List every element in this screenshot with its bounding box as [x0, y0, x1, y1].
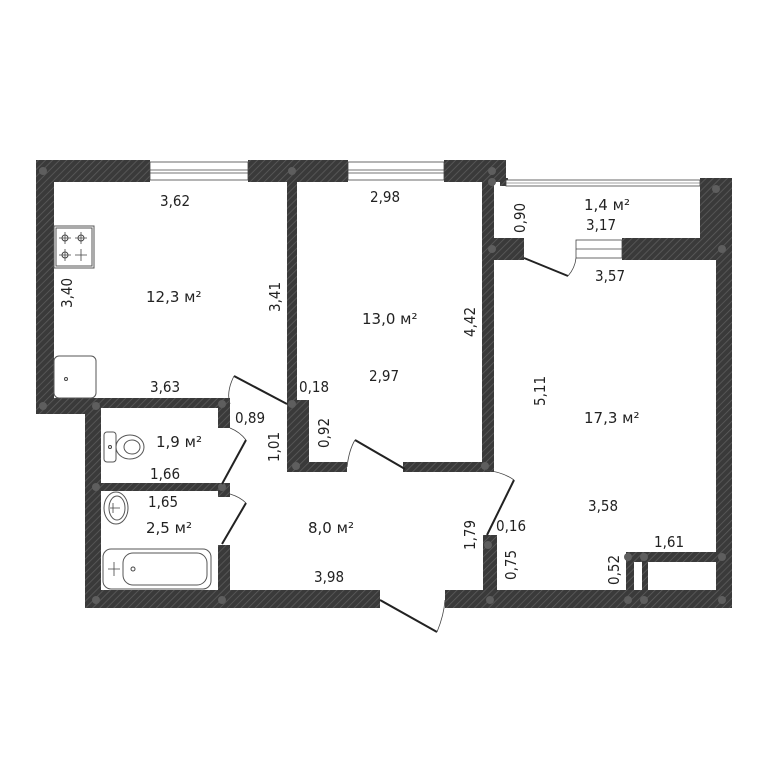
- toilet-door: 0,89: [235, 409, 265, 427]
- stove-icon: [53, 225, 95, 269]
- room-middle-area: 13,0 м²: [362, 310, 418, 328]
- room-large-area: 17,3 м²: [584, 409, 640, 427]
- balcony-length: 3,17: [586, 216, 616, 234]
- kitchen-height-left: 3,40: [58, 278, 76, 308]
- kitchen-sink-icon: [53, 355, 97, 399]
- hallway-area: 8,0 м²: [308, 519, 354, 537]
- balcony-area: 1,4 м²: [584, 196, 630, 214]
- kitchen-area: 12,3 м²: [146, 288, 202, 306]
- hallway-width-left: 1,01: [265, 432, 283, 462]
- room-large-width-top: 3,57: [595, 267, 625, 285]
- room-middle-width-top: 2,98: [370, 188, 400, 206]
- room-large-nib: 0,16: [496, 517, 526, 535]
- kitchen-height-right: 3,41: [266, 282, 284, 312]
- closet-width: 1,61: [654, 533, 684, 551]
- washbasin-icon: [103, 491, 129, 525]
- room-large-height-left: 5,11: [531, 376, 549, 406]
- room-middle-width-bottom: 2,97: [369, 367, 399, 385]
- room-middle-door-wall: 0,92: [315, 418, 333, 448]
- kitchen-width-bottom: 3,63: [150, 378, 180, 396]
- toilet-width: 1,66: [150, 465, 180, 483]
- walls: [36, 160, 732, 608]
- bathroom-area: 2,5 м²: [146, 519, 192, 537]
- hallway-length: 3,98: [314, 568, 344, 586]
- room-middle-nib: 0,18: [299, 378, 329, 396]
- windows: [149, 161, 701, 259]
- kitchen-width-top: 3,62: [160, 192, 190, 210]
- hallway-width-right: 1,79: [461, 520, 479, 550]
- bathtub-icon: [102, 548, 212, 590]
- bathroom-width: 1,65: [148, 493, 178, 511]
- room-large-door-wall: 0,75: [502, 550, 520, 580]
- doors: [221, 257, 577, 633]
- toilet-icon: [103, 431, 145, 463]
- toilet-area: 1,9 м²: [156, 433, 202, 451]
- balcony-depth: 0,90: [511, 203, 529, 233]
- room-large-width-bottom: 3,58: [588, 497, 618, 515]
- closet-depth: 0,52: [605, 555, 623, 585]
- wall-nodes: [39, 167, 726, 604]
- room-middle-height-right: 4,42: [461, 307, 479, 337]
